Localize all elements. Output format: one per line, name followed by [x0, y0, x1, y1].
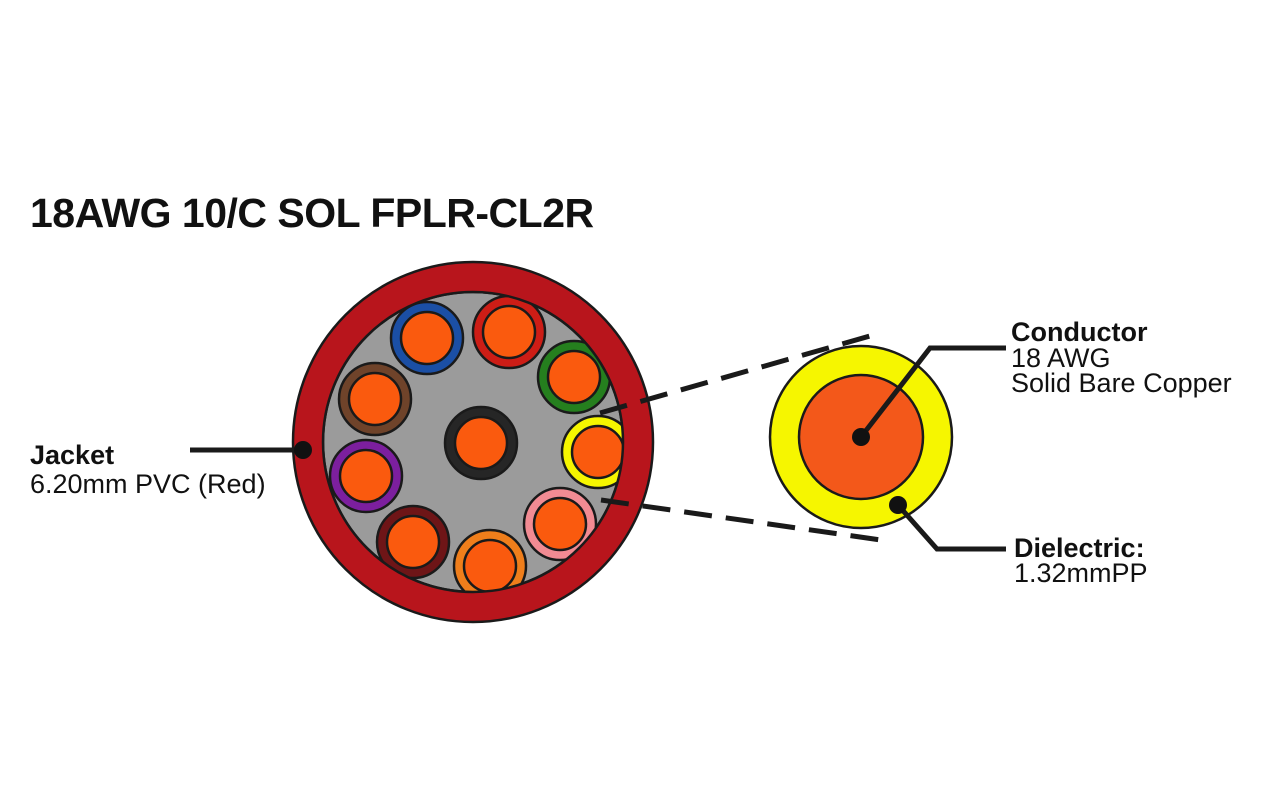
copper-core — [570, 424, 626, 480]
diagram-title: 18AWG 10/C SOL FPLR-CL2R — [30, 190, 594, 236]
conductor-callout: Conductor 18 AWG Solid Bare Copper — [852, 317, 1232, 446]
conductor-center-black — [443, 405, 519, 481]
zoom-dashed-line-bottom — [600, 497, 889, 544]
zoom-dashed-line-top — [599, 331, 878, 416]
copper-core — [338, 448, 394, 504]
copper-core — [546, 349, 602, 405]
dielectric-callout: Dielectric: 1.32mmPP — [889, 496, 1148, 588]
copper-core — [399, 310, 455, 366]
conductor-red — [471, 294, 547, 370]
conductor-brown — [337, 361, 413, 437]
copper-core — [532, 496, 588, 552]
copper-core — [385, 514, 441, 570]
conductor-label-line2: Solid Bare Copper — [1011, 368, 1232, 398]
dielectric-label-title: Dielectric: — [1014, 533, 1145, 563]
dielectric-leader-line — [896, 503, 1006, 552]
conductor-anchor-dot — [852, 428, 870, 446]
dielectric-label-detail: 1.32mmPP — [1014, 558, 1148, 588]
jacket-callout: Jacket 6.20mm PVC (Red) — [30, 440, 312, 499]
jacket-outer-outline — [291, 260, 655, 624]
jacket-label-detail: 6.20mm PVC (Red) — [30, 469, 266, 499]
jacket-inner-outline — [321, 290, 625, 594]
copper-core — [453, 415, 509, 471]
conductor-leader-line — [859, 345, 1006, 439]
cable-jacket — [293, 262, 653, 622]
conductor-purple — [328, 438, 404, 514]
copper-core — [347, 371, 403, 427]
copper-core — [462, 538, 518, 594]
conductor-green — [536, 339, 612, 415]
jacket-label-title: Jacket — [30, 440, 114, 470]
conductor-label-title: Conductor — [1011, 317, 1148, 347]
conductor-label-line1: 18 AWG — [1011, 343, 1111, 373]
conductor-blue — [389, 300, 465, 376]
copper-core — [481, 304, 537, 360]
conductor-maroon — [375, 504, 451, 580]
conductor-orange — [452, 528, 528, 604]
dielectric-anchor-dot — [889, 496, 907, 514]
conductor-pink — [522, 486, 598, 562]
jacket-anchor-dot — [294, 441, 312, 459]
cable-cross-section — [291, 260, 655, 624]
